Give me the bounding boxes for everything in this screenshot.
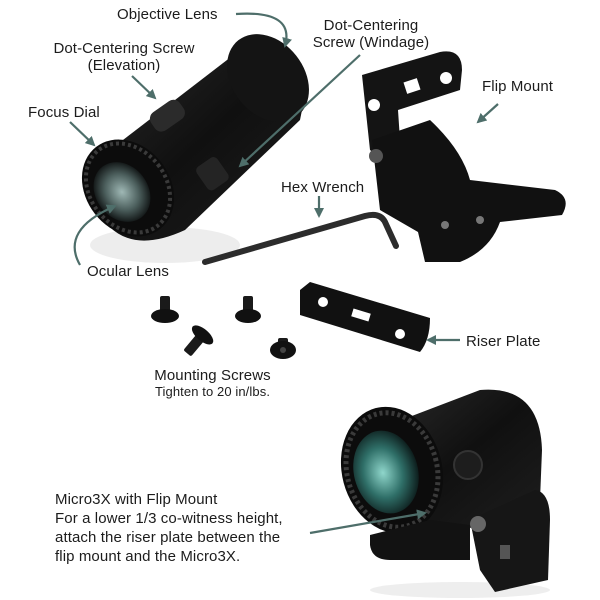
- label-elevation-screw-line2: (Elevation): [87, 57, 161, 74]
- callout-arrows: [69, 12, 499, 535]
- label-objective-lens: Objective Lens: [117, 6, 218, 23]
- label-hex-wrench: Hex Wrench: [281, 179, 365, 196]
- assembly-title: Micro3X with Flip Mount: [55, 491, 218, 508]
- arrow-assembly: [309, 509, 427, 535]
- micro3x-assembly: [340, 389, 550, 598]
- flip-mount-part: [362, 51, 566, 262]
- arrow-ocular-lens: [73, 204, 117, 266]
- label-flip-mount: Flip Mount: [482, 78, 554, 95]
- arrow-flip-mount: [476, 103, 499, 124]
- label-riser-plate: Riser Plate: [466, 333, 541, 350]
- arrow-elevation-screw: [131, 75, 157, 100]
- hex-wrench-part: [202, 211, 399, 265]
- label-focus-dial: Focus Dial: [28, 104, 100, 121]
- arrow-focus-dial: [69, 121, 96, 147]
- label-elevation-screw: Dot-Centering Screw (Elevation): [44, 40, 204, 74]
- label-mounting-screws: Mounting Screws Tighten to 20 in/lbs.: [140, 367, 285, 400]
- label-elevation-screw-line1: Dot-Centering Screw: [53, 40, 195, 57]
- assembly-note-line2: attach the riser plate between the: [55, 529, 281, 546]
- label-ocular-lens: Ocular Lens: [87, 263, 169, 280]
- assembly-caption: Micro3X with Flip Mount For a lower 1/3 …: [55, 490, 283, 566]
- label-windage-screw: Dot-Centering Screw (Windage): [306, 17, 436, 51]
- label-windage-screw-line1: Dot-Centering: [323, 17, 419, 34]
- label-windage-screw-line2: Screw (Windage): [312, 34, 430, 51]
- label-mounting-screws-note: Tighten to 20 in/lbs.: [154, 384, 271, 399]
- arrow-windage-screw: [238, 54, 361, 168]
- arrow-objective-lens: [235, 12, 292, 48]
- magnifier-unit: [81, 34, 309, 263]
- assembly-note-line3: flip mount and the Micro3X.: [55, 548, 241, 565]
- riser-plate-part: [300, 282, 430, 352]
- label-mounting-screws-title: Mounting Screws: [154, 367, 271, 384]
- mounting-screws-part: [151, 296, 296, 359]
- assembly-note-line1: For a lower 1/3 co-witness height,: [55, 510, 283, 527]
